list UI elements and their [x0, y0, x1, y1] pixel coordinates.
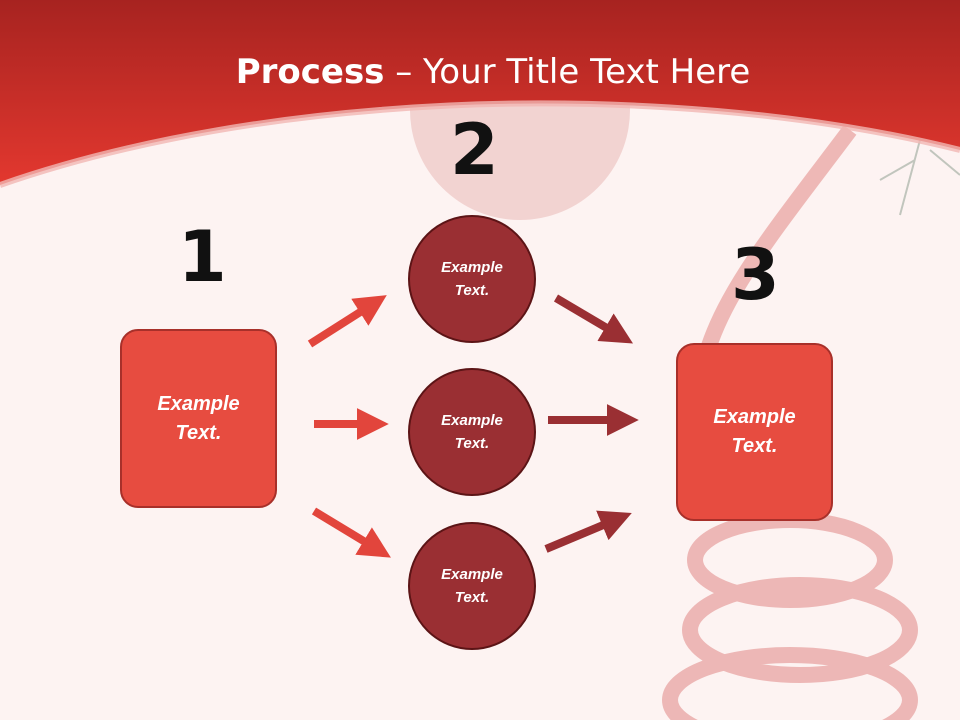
header-band — [0, 0, 960, 185]
title-rest: – Your Title Text Here — [384, 52, 751, 92]
end-box: Example Text. — [676, 343, 833, 521]
middle-circle-bottom-label: Example Text. — [441, 566, 503, 606]
step-number-3: 3 — [731, 234, 780, 316]
middle-circle-bottom: Example Text. — [408, 522, 536, 650]
step-number-1: 1 — [178, 216, 227, 298]
arrow-start-to-bottom — [311, 507, 391, 558]
arrow-bottom-to-end — [544, 510, 632, 553]
middle-circle-top: Example Text. — [408, 215, 536, 343]
slide-title: Process – Your Title Text Here — [0, 52, 960, 92]
end-box-label: Example Text. — [713, 406, 796, 457]
step-number-2: 2 — [450, 109, 499, 191]
start-box-label: Example Text. — [157, 392, 240, 444]
pine-decoration — [879, 139, 960, 216]
middle-circle-center: Example Text. — [408, 368, 536, 496]
arrow-start-to-top — [307, 295, 387, 348]
start-box: Example Text. — [120, 329, 277, 508]
arrow-top-to-end — [553, 294, 634, 344]
title-bold: Process — [235, 52, 385, 92]
middle-circle-center-label: Example Text. — [441, 412, 503, 452]
middle-circle-top-label: Example Text. — [441, 259, 503, 299]
